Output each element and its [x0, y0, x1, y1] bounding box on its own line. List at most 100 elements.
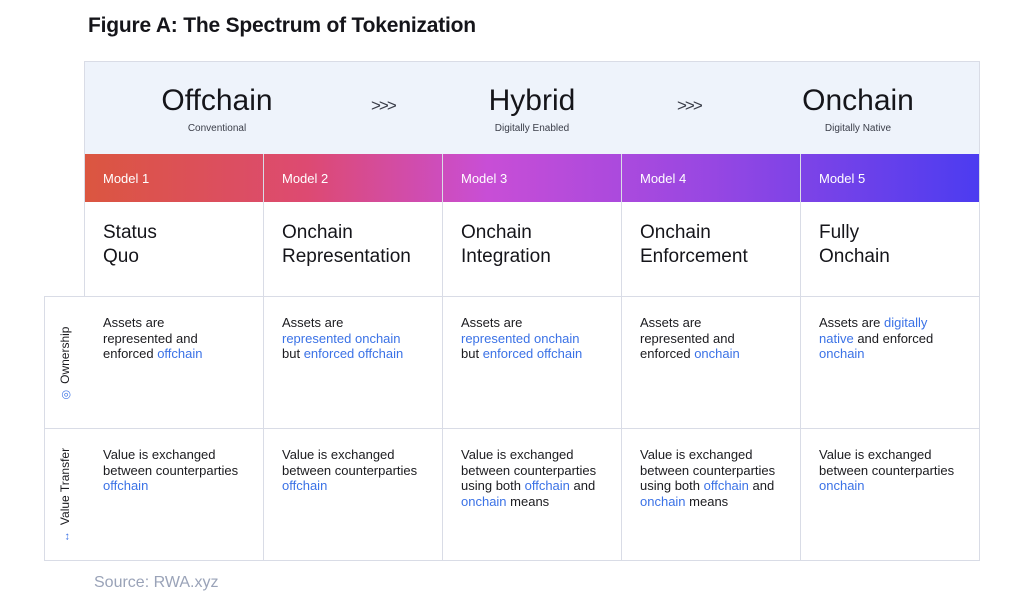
highlight-text: native [819, 330, 854, 346]
spectrum-subtitle: Conventional [187, 123, 247, 134]
row-label-value-transfer: ↔ Value Transfer [44, 428, 85, 561]
ownership-cell: Assets are represented and enforced offc… [103, 315, 203, 362]
description-text: between counterparties [640, 462, 776, 478]
ownership-cell: Assets are represented and enforced onch… [640, 315, 740, 362]
value-transfer-cell: Value is exchanged between counterpartie… [819, 447, 954, 494]
description-text: enforced [640, 346, 695, 361]
description-text: Value is exchanged [640, 447, 753, 462]
description-text: Value is exchanged [282, 447, 395, 462]
highlight-text: onchain [819, 346, 865, 361]
row-divider [85, 296, 979, 297]
spectrum-offchain: Offchain Conventional [85, 84, 349, 134]
highlight-text: represented onchain [282, 330, 401, 346]
spectrum-subtitle: Digitally Enabled [494, 123, 570, 134]
model-label: Model 5 [819, 171, 866, 186]
spectrum-onchain: Onchain Digitally Native [769, 84, 947, 134]
spectrum-subtitle: Digitally Native [824, 123, 892, 134]
description-text: but [282, 346, 304, 361]
model-name-line: Onchain [282, 222, 353, 243]
description-text: and [569, 478, 596, 493]
ownership-icon: ◎ [60, 389, 72, 399]
highlight-text: enforced offchain [482, 346, 583, 361]
model-name-line: Onchain [640, 222, 711, 243]
source-caption: Source: RWA.xyz [94, 574, 219, 591]
column-divider [442, 154, 443, 560]
description-text: Assets are [640, 315, 702, 330]
chevrons-right-icon: >>> [677, 96, 703, 115]
description-text: Assets are [282, 315, 344, 330]
model-name-line: Enforcement [640, 246, 748, 267]
description-text: Value is exchanged [819, 447, 932, 462]
value-transfer-cell: Value is exchanged between counterpartie… [103, 447, 238, 494]
description-text: but [461, 346, 483, 361]
description-text: means [506, 493, 550, 509]
description-text: Assets are [103, 315, 165, 330]
highlight-text: represented onchain [461, 330, 580, 346]
row-label-text: Ownership [58, 326, 72, 384]
model-name-line: Onchain [461, 222, 532, 243]
highlight-text: offchain [103, 478, 149, 493]
ownership-cell: Assets are digitally native and enforced… [819, 315, 933, 362]
highlight-text: onchain [461, 493, 507, 509]
highlight-text: onchain [694, 346, 740, 361]
description-text: represented and [640, 330, 735, 346]
model-name: Status Quo [103, 221, 157, 269]
spectrum-hybrid: Hybrid Digitally Enabled [425, 84, 639, 134]
highlight-text: onchain [640, 493, 686, 509]
spectrum-name: Offchain [161, 84, 273, 117]
model-name: Onchain Representation [282, 221, 411, 269]
row-divider [85, 428, 979, 429]
model-color-bar [85, 154, 979, 202]
ownership-cell: Assets are represented onchain but enfor… [282, 315, 403, 362]
description-text: ↔ Value Transfer [58, 447, 72, 541]
model-name: Fully Onchain [819, 221, 890, 269]
highlight-text: offchain [282, 478, 328, 493]
column-divider [800, 154, 801, 560]
column-divider [621, 154, 622, 560]
highlight-text: digitally [884, 315, 928, 330]
description-text: between counterparties [103, 462, 239, 478]
row-label-ownership: ◎ Ownership [44, 296, 85, 429]
description-text: enforced [103, 346, 158, 361]
description-text: and enforced [853, 330, 934, 346]
highlight-text: offchain [703, 478, 749, 493]
description-text: Assets are [819, 315, 885, 330]
spectrum-header: Offchain Conventional >>> Hybrid Digital… [85, 62, 979, 154]
model-label: Model 1 [103, 171, 150, 186]
model-name-line: Onchain [819, 246, 890, 267]
row-label-text: Value Transfer [58, 447, 72, 525]
value-transfer-cell: Value is exchanged between counterpartie… [461, 447, 596, 509]
figure-title: Figure A: The Spectrum of Tokenization [88, 14, 476, 37]
chevrons-right-icon: >>> [371, 96, 397, 115]
model-label: Model 4 [640, 171, 687, 186]
description-text: and [748, 478, 775, 493]
model-name: Onchain Enforcement [640, 221, 748, 269]
description-text: using both [640, 478, 704, 493]
description-text: using both [461, 478, 525, 493]
description-text: represented and [103, 330, 198, 346]
highlight-text: enforced offchain [303, 346, 404, 361]
ownership-cell: Assets are represented onchain but enfor… [461, 315, 582, 362]
model-name-line: Quo [103, 246, 139, 267]
value-transfer-cell: Value is exchanged between counterpartie… [640, 447, 775, 509]
description-text: Value is exchanged [461, 447, 574, 462]
model-name-line: Integration [461, 246, 551, 267]
description-text: means [685, 493, 729, 509]
description-text: between counterparties [282, 462, 418, 478]
value-transfer-cell: Value is exchanged between counterpartie… [282, 447, 417, 494]
column-divider [263, 154, 264, 560]
highlight-text: onchain [819, 478, 865, 493]
description-text: ◎ Ownership [58, 326, 72, 399]
model-name: Onchain Integration [461, 221, 551, 269]
model-name-line: Status [103, 222, 157, 243]
spectrum-name: Hybrid [488, 84, 576, 117]
model-name-line: Fully [819, 222, 860, 243]
description-text: Value is exchanged [103, 447, 216, 462]
description-text: between counterparties [819, 462, 955, 478]
spectrum-name: Onchain [802, 84, 914, 117]
arrows-icon: ↔ [60, 530, 72, 542]
highlight-text: offchain [524, 478, 570, 493]
model-label: Model 2 [282, 171, 329, 186]
highlight-text: offchain [157, 346, 203, 361]
model-label: Model 3 [461, 171, 508, 186]
